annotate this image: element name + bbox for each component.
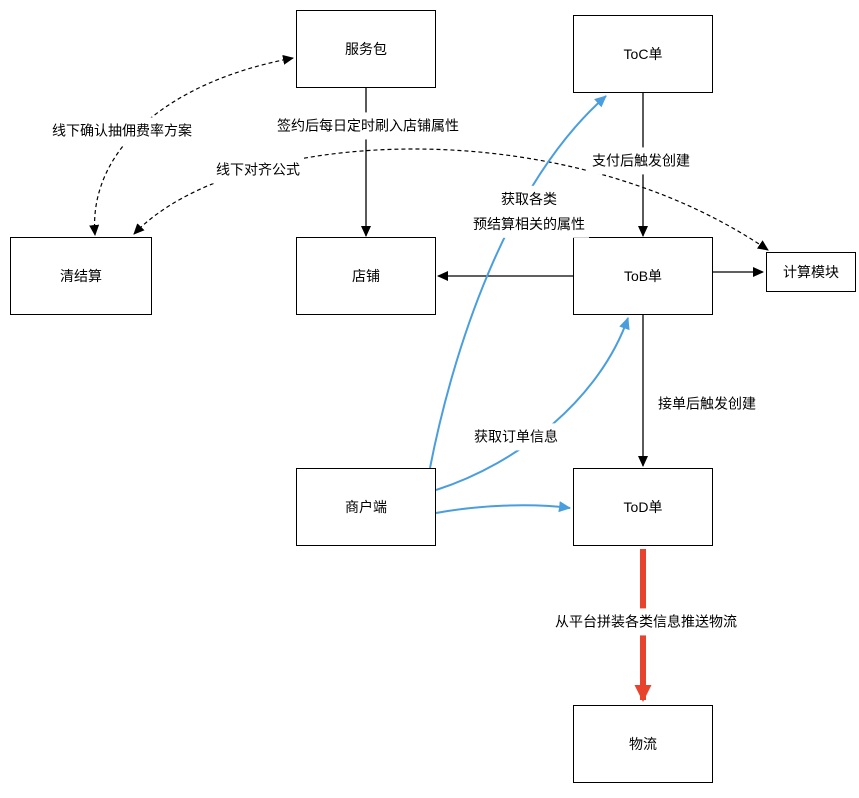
node-calc-module[interactable]: 计算模块	[766, 252, 856, 292]
edge-label-get-presettle-attrs: 获取各类 预结算相关的属性	[469, 185, 589, 239]
node-logistics[interactable]: 物流	[573, 705, 713, 783]
node-logistics-label: 物流	[629, 736, 657, 752]
node-merchant-label: 商户端	[345, 499, 387, 515]
node-clearing-label: 清结算	[60, 268, 102, 284]
edge-merchant-to-tod	[435, 501, 571, 514]
edge-get-order-info	[435, 317, 630, 491]
edge-confirm-commission	[89, 54, 294, 236]
edge-label-get-order-info: 获取订单信息	[470, 423, 562, 451]
edge-label-push-logistics: 从平台拼装各类信息推送物流	[551, 608, 741, 636]
node-shop[interactable]: 店铺	[296, 237, 436, 315]
edge-get-presettle-attrs	[429, 95, 607, 469]
edge-label-pay-trigger: 支付后触发创建	[588, 147, 694, 175]
node-calc-module-label: 计算模块	[783, 264, 839, 280]
node-clearing[interactable]: 清结算	[10, 237, 152, 315]
edge-label-accept-trigger: 接单后触发创建	[654, 390, 760, 418]
edge-align-formula	[133, 148, 769, 251]
node-tod-order-label: ToD单	[623, 499, 663, 515]
node-shop-label: 店铺	[352, 268, 380, 284]
edge-label-sign-refresh: 签约后每日定时刷入店铺属性	[273, 112, 463, 140]
node-tob-order[interactable]: ToB单	[573, 237, 713, 315]
node-toc-order[interactable]: ToC单	[573, 15, 713, 93]
edge-label-align-formula: 线下对齐公式	[212, 156, 304, 184]
node-tob-order-label: ToB单	[623, 268, 663, 284]
node-service-package[interactable]: 服务包	[296, 10, 436, 88]
node-service-package-label: 服务包	[345, 41, 387, 57]
node-merchant[interactable]: 商户端	[296, 468, 436, 546]
edge-label-confirm-commission: 线下确认抽佣费率方案	[48, 117, 196, 145]
node-tod-order[interactable]: ToD单	[573, 468, 713, 546]
node-toc-order-label: ToC单	[623, 46, 663, 62]
